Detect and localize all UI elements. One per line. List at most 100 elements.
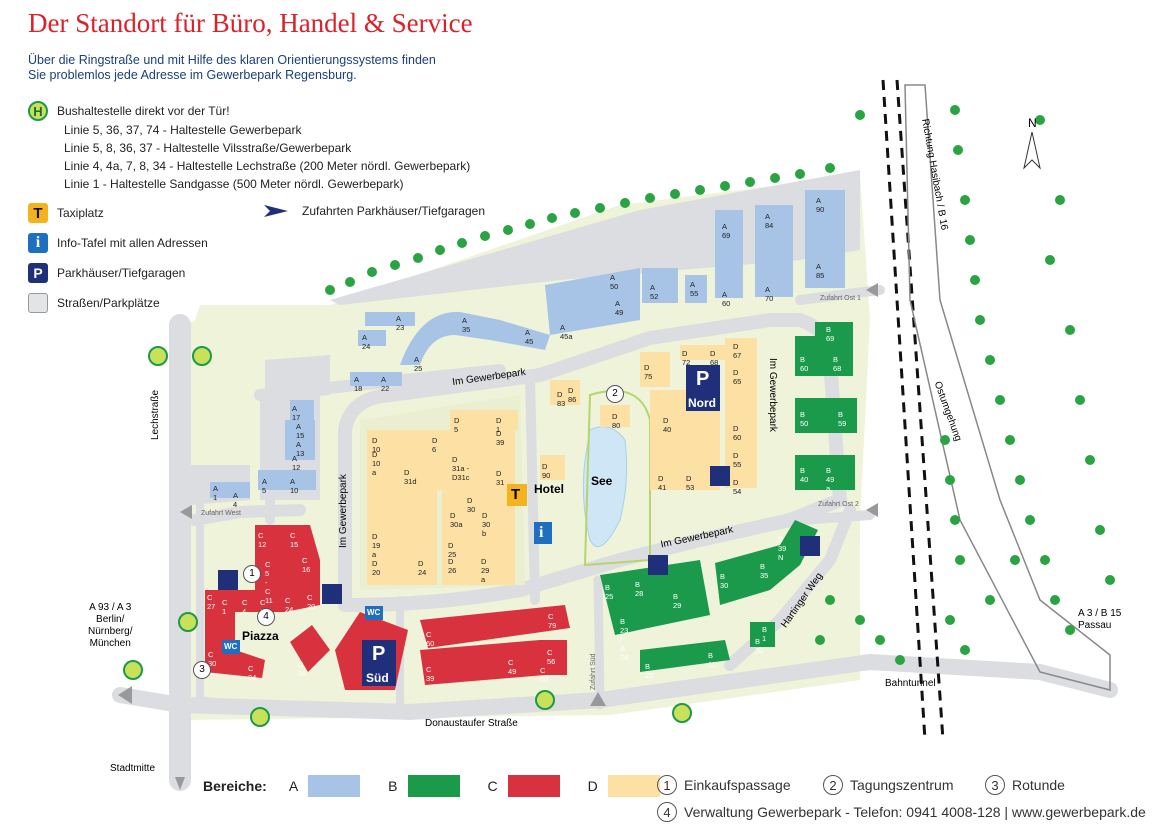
key-label: Tagungszentrum [850, 777, 954, 793]
building-label: D 24 [418, 559, 427, 577]
building-label: B 49 a [826, 466, 835, 493]
building-label: C 24 [285, 596, 294, 614]
building-label: A 84 [765, 212, 774, 230]
building-label: D 31d [404, 468, 417, 486]
legend-access-label: Zufahrten Parkhäuser/Tiefgaragen [302, 204, 485, 218]
building-label: A 50 [610, 273, 619, 291]
building-label: A 10 [290, 477, 299, 495]
building-label: B 39 N [778, 535, 787, 562]
building-label: C 30 [208, 650, 217, 668]
place-see: See [591, 474, 613, 488]
road-label-zufahrt-ost1: Zufahrt Ost 1 [820, 295, 861, 302]
road-label-richtung-b16: Richtung Hasibach / B 16 [919, 118, 950, 232]
legend-bus: H Bushaltestelle direkt vor der Tür! [28, 101, 230, 121]
building-label: B 23 / B 24 [620, 617, 629, 662]
building-label: D 30a [450, 511, 463, 529]
parking-sued-symbol: P [372, 643, 386, 665]
building-label: B 28 [635, 580, 644, 598]
building-label: A 18 [354, 375, 363, 393]
building-label: A 1 [213, 484, 218, 502]
area-c-swatch [507, 775, 560, 797]
building-label: B 30 [720, 572, 729, 590]
north-indicator: N [1028, 116, 1037, 130]
building-label: D 80 [612, 412, 621, 430]
direction-label: Nürnberg/ [88, 626, 133, 637]
area-b-swatch [407, 775, 460, 797]
road-label-donaustaufer: Donaustaufer Straße [425, 718, 518, 729]
direction-label: Berlin/ [96, 614, 125, 625]
building-label: D 83 [557, 390, 566, 408]
building-label: C 12 [258, 531, 267, 549]
building-label: D 55 [733, 451, 742, 469]
building-label: C 4 [242, 598, 248, 616]
building-label: A 25 [414, 355, 423, 373]
building-label: A 5 [262, 477, 267, 495]
road-label-zufahrt-west: Zufahrt West [201, 510, 241, 517]
building-label: D 31a - D31c [452, 455, 470, 482]
compass-arrow-icon [1023, 131, 1041, 170]
place-hotel: Hotel [534, 482, 564, 496]
area-b-label: B [388, 778, 398, 794]
key-tagungszentrum: 2 Tagungszentrum [823, 775, 954, 795]
parking-icon: P [28, 263, 48, 283]
road-label-lechstrasse: Lechstraße [150, 389, 161, 440]
building-label: D 6 [432, 436, 438, 454]
info-marker-symbol: i [539, 524, 544, 541]
legend-bus-label: Bushaltestelle direkt vor der Tür! [57, 104, 230, 118]
building-label: B 22 [645, 662, 654, 680]
building-label: D 20 [372, 559, 381, 577]
building-label: A 55 [690, 280, 699, 298]
building-label: B 68 [833, 355, 842, 373]
building-label: D 90 [542, 462, 551, 480]
building-label: D 1 [496, 416, 502, 434]
area-a-swatch [308, 775, 361, 797]
road-label-ostumgehung: Ostumgehung [931, 380, 964, 443]
wc-label: WC [224, 642, 238, 651]
street-swatch [28, 293, 48, 313]
building-label: B 11 [708, 651, 716, 669]
taxi-marker-symbol: T [511, 486, 521, 503]
building-label: A 45a [560, 323, 573, 341]
road-label-zufahrt-sued: Zufahrt Süd [590, 653, 597, 690]
legend-info: i Info-Tafel mit allen Adressen [28, 233, 208, 253]
building-label: C 79 [548, 612, 557, 630]
legend-parking-label: Parkhäuser/Tiefgaragen [57, 266, 186, 280]
building-label: C 60 [426, 630, 435, 648]
building-label: D 25 [448, 541, 457, 559]
building-label: B 50 [800, 410, 809, 428]
number-2-icon: 2 [823, 775, 843, 795]
bus-stop-icon: H [28, 101, 48, 121]
marker-2: 2 [606, 385, 624, 403]
number-1-icon: 1 [657, 775, 677, 795]
intro-text: Über die Ringstraße und mit Hilfe des kl… [28, 53, 436, 82]
area-b-buildings [600, 322, 857, 672]
building-label: A 17 [292, 404, 301, 422]
page-title: Der Standort für Büro, Handel & Service [28, 8, 473, 38]
building-label: C 15 [290, 531, 299, 549]
marker-3: 3 [193, 661, 211, 679]
legend-access: Zufahrten Parkhäuser/Tiefgaragen [262, 203, 485, 219]
parking-sued-label: Süd [366, 671, 389, 685]
direction-south: Stadtmitte [110, 763, 156, 774]
building-label: A 15 [296, 422, 305, 440]
bus-line-list: Linie 5, 36, 37, 74 - Haltestelle Gewerb… [64, 121, 470, 193]
road-label-zufahrt-ost2: Zufahrt Ost 2 [818, 501, 859, 508]
building-label: D 72 [682, 349, 691, 367]
direction-label: Passau [1078, 620, 1112, 631]
parking-nord-symbol: P [696, 368, 710, 390]
building-label: D 75 [644, 363, 653, 381]
place-piazza: Piazza [242, 629, 279, 643]
number-4-icon: 4 [657, 802, 677, 822]
building-label: C 20 [307, 593, 316, 611]
building-label: D 53 [686, 474, 695, 492]
building-label: C 5 - C 11 [265, 560, 273, 605]
building-label: D 86 [568, 386, 577, 404]
building-label: A 35 [462, 316, 471, 334]
building-label: D 60 [733, 424, 742, 442]
building-label: C 16 [302, 556, 311, 574]
key-label: Verwaltung Gewerbepark - Telefon: 0941 4… [684, 804, 1146, 820]
building-label: B 1 [762, 625, 768, 643]
building-label: B 35 [760, 562, 769, 580]
building-label: C 35 [298, 660, 307, 678]
building-label: D 54 [733, 478, 742, 496]
